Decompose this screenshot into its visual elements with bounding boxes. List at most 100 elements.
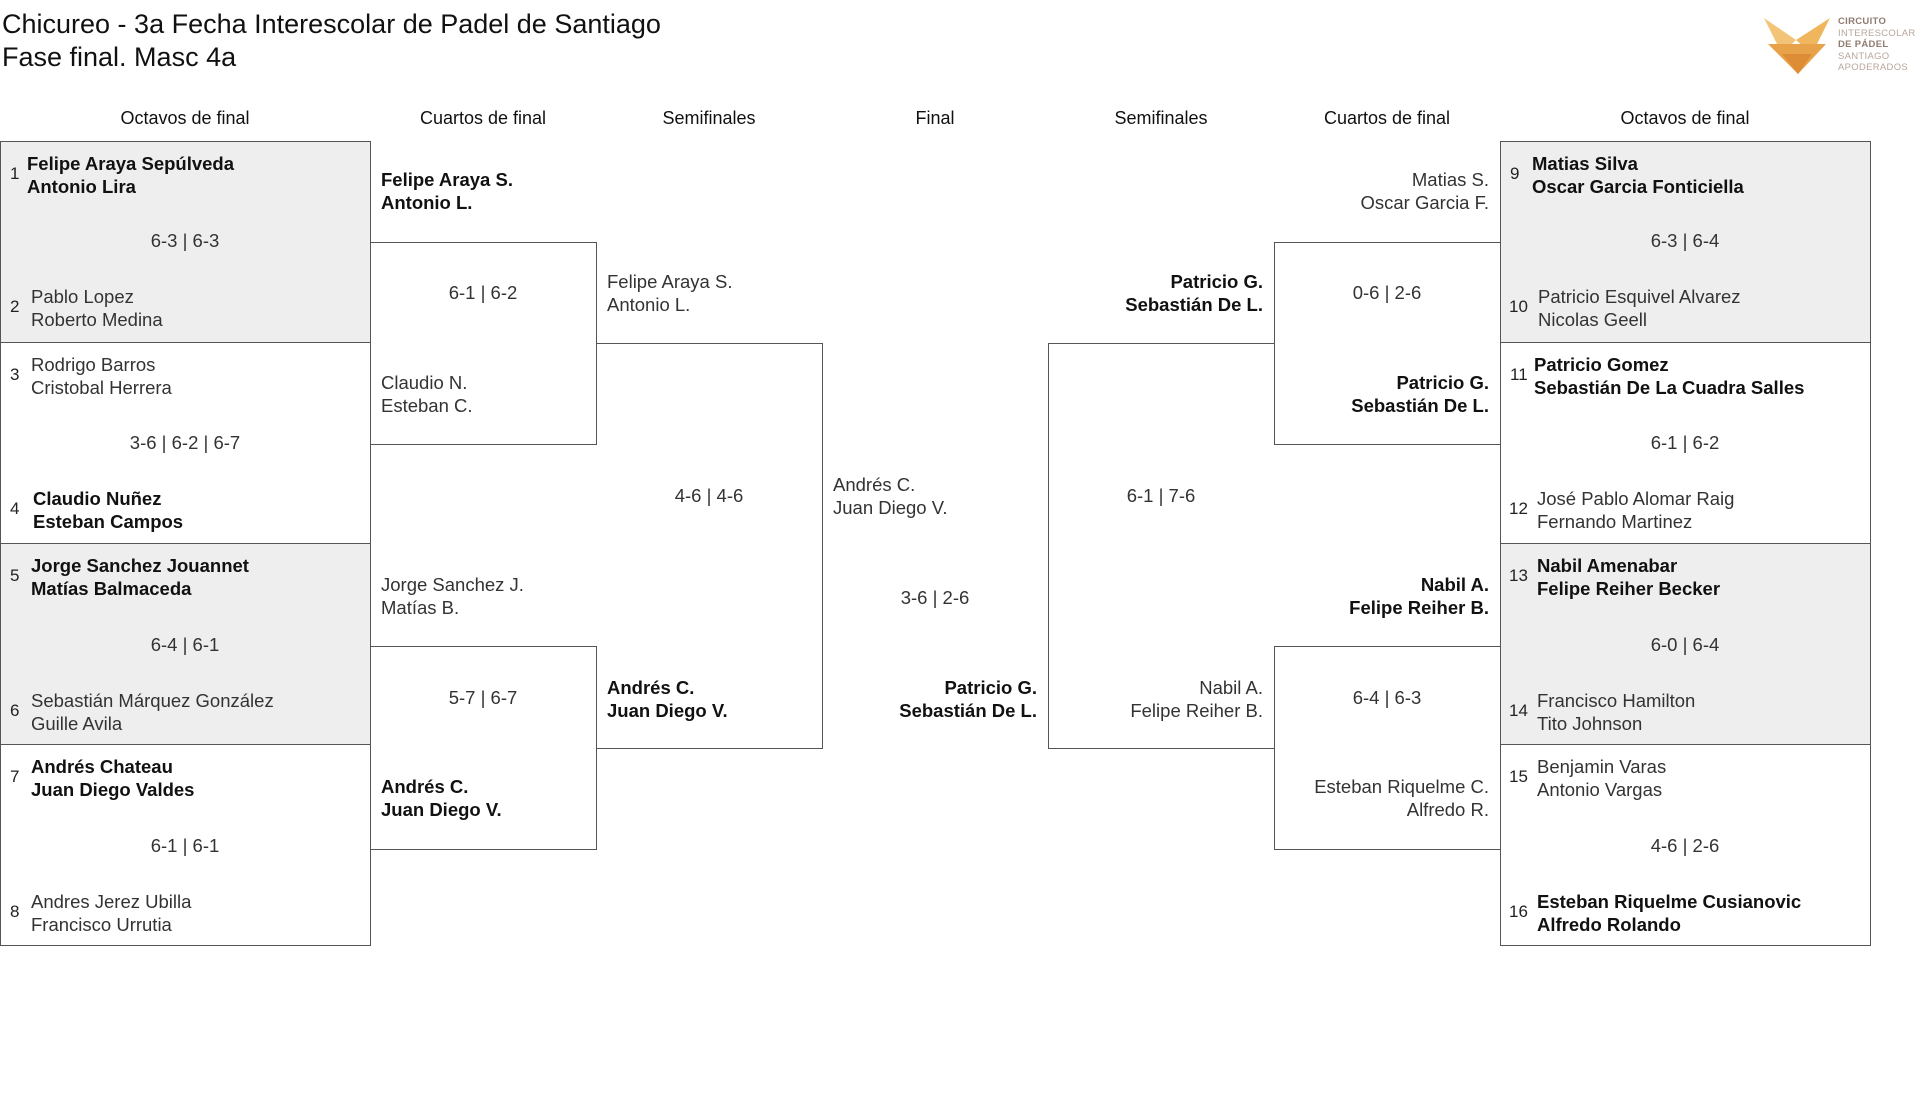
player-name: Matias S. bbox=[1411, 169, 1489, 190]
team-entry: Felipe Araya S. Antonio L. bbox=[607, 270, 732, 316]
match-score: 6-1 | 7-6 bbox=[1126, 485, 1196, 506]
team-entry: Claudio N. Esteban C. bbox=[381, 371, 473, 417]
player-name: Matías B. bbox=[381, 597, 460, 618]
team-entry-winner: Andrés Chateau Juan Diego Valdes bbox=[31, 755, 194, 801]
team-entry-winner: Esteban Riquelme Cusianovic Alfredo Rola… bbox=[1537, 890, 1801, 936]
team-entry-winner: Jorge Sanchez Jouannet Matías Balmaceda bbox=[31, 554, 249, 600]
team-entry: Andres Jerez Ubilla Francisco Urrutia bbox=[31, 890, 191, 936]
logo-fox-icon bbox=[1764, 18, 1830, 74]
player-name: Guille Avila bbox=[31, 713, 123, 734]
right-sf-bracket bbox=[1048, 343, 1275, 749]
player-name: Sebastián De La Cuadra Salles bbox=[1534, 377, 1805, 398]
player-name: Juan Diego V. bbox=[833, 497, 948, 518]
player-name: Andres Jerez Ubilla bbox=[31, 891, 192, 912]
player-name: Antonio Vargas bbox=[1537, 779, 1663, 800]
team-entry-champion: Patricio G. Sebastián De L. bbox=[822, 676, 1037, 722]
player-name: Matías Balmaceda bbox=[31, 578, 192, 599]
player-name: Oscar Garcia Fonticiella bbox=[1532, 176, 1744, 197]
match-score: 4-6 | 2-6 bbox=[1650, 835, 1720, 856]
match-score: 0-6 | 2-6 bbox=[1352, 282, 1422, 303]
player-name: Andrés C. bbox=[607, 677, 695, 698]
match-score: 3-6 | 6-2 | 6-7 bbox=[129, 432, 241, 453]
player-name: Fernando Martinez bbox=[1537, 511, 1693, 532]
seed-number: 10 bbox=[1509, 297, 1528, 316]
page-title: Chicureo - 3a Fecha Interescolar de Pade… bbox=[2, 8, 661, 74]
seed-number: 9 bbox=[1510, 164, 1520, 183]
player-name: Cristobal Herrera bbox=[31, 377, 172, 398]
player-name: José Pablo Alomar Raig bbox=[1537, 488, 1735, 509]
match-score: 6-4 | 6-3 bbox=[1352, 687, 1422, 708]
player-name: Tito Johnson bbox=[1537, 713, 1643, 734]
team-entry-winner: Andrés C. Juan Diego V. bbox=[381, 775, 502, 821]
title-line-1: Chicureo - 3a Fecha Interescolar de Pade… bbox=[2, 9, 661, 39]
team-entry: Esteban Riquelme C. Alfredo R. bbox=[1274, 775, 1489, 821]
right-r16-match-3 bbox=[1500, 543, 1871, 745]
team-entry: Patricio Esquivel Alvarez Nicolas Geell bbox=[1538, 285, 1741, 331]
header-right-sf: Semifinales bbox=[1114, 108, 1208, 128]
seed-number: 15 bbox=[1509, 767, 1528, 786]
team-entry-winner: Nabil Amenabar Felipe Reiher Becker bbox=[1537, 554, 1720, 600]
player-name: Sebastián De L. bbox=[1125, 294, 1263, 315]
final-score: 3-6 | 2-6 bbox=[900, 587, 970, 608]
player-name: Sebastián Márquez González bbox=[31, 690, 274, 711]
player-name: Pablo Lopez bbox=[31, 286, 134, 307]
match-score: 6-0 | 6-4 bbox=[1650, 634, 1720, 655]
seed-number: 14 bbox=[1509, 701, 1528, 720]
player-name: Patricio G. bbox=[944, 677, 1037, 698]
seed-number: 4 bbox=[10, 499, 20, 518]
header-final: Final bbox=[915, 108, 955, 128]
team-entry: Nabil A. Felipe Reiher B. bbox=[1048, 676, 1263, 722]
match-score: 6-4 | 6-1 bbox=[150, 634, 220, 655]
seed-number: 3 bbox=[10, 365, 20, 384]
header-right-r16: Octavos de final bbox=[1620, 108, 1750, 128]
header-left-r16: Octavos de final bbox=[120, 108, 250, 128]
player-name: Antonio L. bbox=[607, 294, 691, 315]
logo-line-3: DE PÁDEL bbox=[1838, 39, 1889, 50]
match-score: 6-1 | 6-2 bbox=[1650, 432, 1720, 453]
player-name: Antonio L. bbox=[381, 192, 473, 213]
team-entry-winner: Patricio G. Sebastián De L. bbox=[1048, 270, 1263, 316]
player-name: Juan Diego Valdes bbox=[31, 779, 195, 800]
player-name: Felipe Araya S. bbox=[381, 169, 513, 190]
match-score: 4-6 | 4-6 bbox=[674, 485, 744, 506]
team-entry-winner: Patricio G. Sebastián De L. bbox=[1274, 371, 1489, 417]
team-entry: Pablo Lopez Roberto Medina bbox=[31, 285, 163, 331]
seed-number: 7 bbox=[10, 767, 20, 786]
seed-number: 6 bbox=[10, 701, 20, 720]
player-name: Nabil Amenabar bbox=[1537, 555, 1678, 576]
match-score: 6-1 | 6-1 bbox=[150, 835, 220, 856]
team-entry: Matias S. Oscar Garcia F. bbox=[1274, 168, 1490, 214]
seed-number: 12 bbox=[1509, 499, 1528, 518]
player-name: Felipe Reiher B. bbox=[1349, 597, 1489, 618]
player-name: Francisco Hamilton bbox=[1537, 690, 1696, 711]
player-name: Andrés Chateau bbox=[31, 756, 173, 777]
seed-number: 11 bbox=[1510, 365, 1528, 384]
player-name: Roberto Medina bbox=[31, 309, 163, 330]
player-name: Sebastián De L. bbox=[1351, 395, 1489, 416]
logo-line-5: APODERADOS bbox=[1838, 62, 1909, 73]
logo-line-2: INTERESCOLAR bbox=[1838, 27, 1916, 39]
circuit-logo: CIRCUITO INTERESCOLAR DE PÁDEL SANTIAGO … bbox=[1760, 14, 1920, 76]
logo-line-4: SANTIAGO bbox=[1838, 50, 1890, 62]
team-entry-winner: Andrés C. Juan Diego V. bbox=[607, 676, 728, 722]
right-qf-bracket-1 bbox=[1274, 242, 1501, 445]
match-score: 6-3 | 6-4 bbox=[1650, 230, 1720, 251]
player-name: Oscar Garcia F. bbox=[1360, 192, 1490, 213]
seed-number: 1 bbox=[10, 164, 20, 183]
player-name: Felipe Araya S. bbox=[607, 271, 733, 292]
match-score: 6-3 | 6-3 bbox=[150, 230, 220, 251]
left-sf-bracket bbox=[596, 343, 823, 749]
player-name: Patricio Esquivel Alvarez bbox=[1538, 286, 1741, 307]
team-entry: Sebastián Márquez González Guille Avila bbox=[31, 689, 274, 735]
player-name: Patricio Gomez bbox=[1534, 354, 1669, 375]
player-name: Patricio G. bbox=[1170, 271, 1263, 292]
team-entry-winner: Claudio Nuñez Esteban Campos bbox=[33, 487, 183, 533]
title-line-2: Fase final. Masc 4a bbox=[2, 42, 237, 72]
player-name: Claudio N. bbox=[381, 372, 468, 393]
player-name: Felipe Reiher B. bbox=[1130, 700, 1263, 721]
player-name: Nabil A. bbox=[1420, 574, 1489, 595]
player-name: Andrés C. bbox=[833, 474, 916, 495]
player-name: Felipe Reiher Becker bbox=[1537, 578, 1721, 599]
team-entry: Andrés C. Juan Diego V. bbox=[833, 473, 948, 519]
right-r16-match-4 bbox=[1500, 744, 1871, 946]
